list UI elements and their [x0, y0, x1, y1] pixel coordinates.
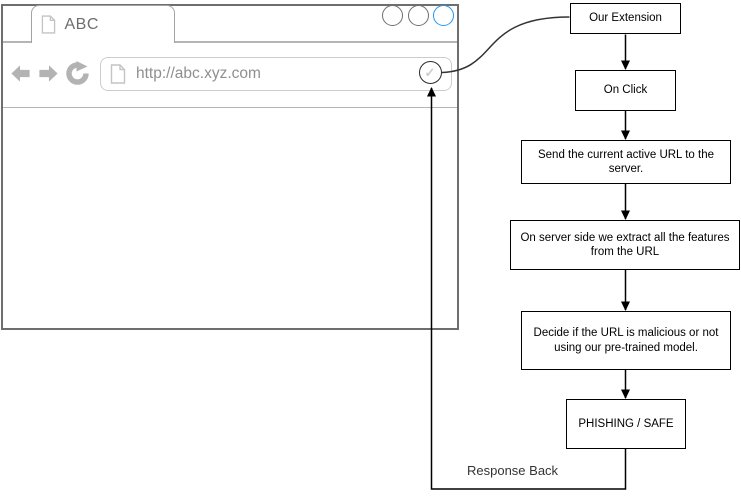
flow-node-extract-features: On server side we extract all the featur… — [510, 220, 740, 270]
address-bar[interactable]: http://abc.xyz.com — [100, 57, 452, 91]
tab-title: ABC — [64, 15, 99, 33]
flow-node-decide-malicious: Decide if the URL is malicious or not us… — [521, 311, 731, 370]
browser-tab[interactable]: ABC — [30, 5, 175, 43]
check-icon: ✓ — [424, 65, 436, 80]
window-control-icon-active[interactable] — [433, 5, 454, 26]
url-text: http://abc.xyz.com — [136, 65, 261, 82]
window-controls — [382, 5, 454, 26]
flow-node-result-phishing-safe: PHISHING / SAFE — [566, 399, 686, 449]
page-icon — [41, 15, 55, 34]
window-control-icon[interactable] — [407, 5, 429, 26]
tabbar-divider — [3, 41, 457, 43]
page-icon — [110, 64, 126, 84]
extension-check-button[interactable]: ✓ — [418, 61, 442, 84]
browser-window: ABC http://abc.xyz.com ✓ — [1, 4, 459, 330]
response-back-label: Response Back — [467, 463, 559, 478]
flow-node-send-url: Send the current active URL to the serve… — [521, 140, 731, 184]
flow-node-our-extension: Our Extension — [570, 3, 681, 34]
toolbar-divider — [3, 106, 457, 108]
refresh-icon[interactable] — [64, 60, 91, 86]
connector-button-to-extension — [441, 16, 570, 74]
window-control-icon[interactable] — [382, 5, 403, 26]
flow-node-on-click: On Click — [575, 70, 676, 111]
back-icon[interactable] — [9, 62, 32, 85]
forward-icon[interactable] — [37, 62, 60, 85]
